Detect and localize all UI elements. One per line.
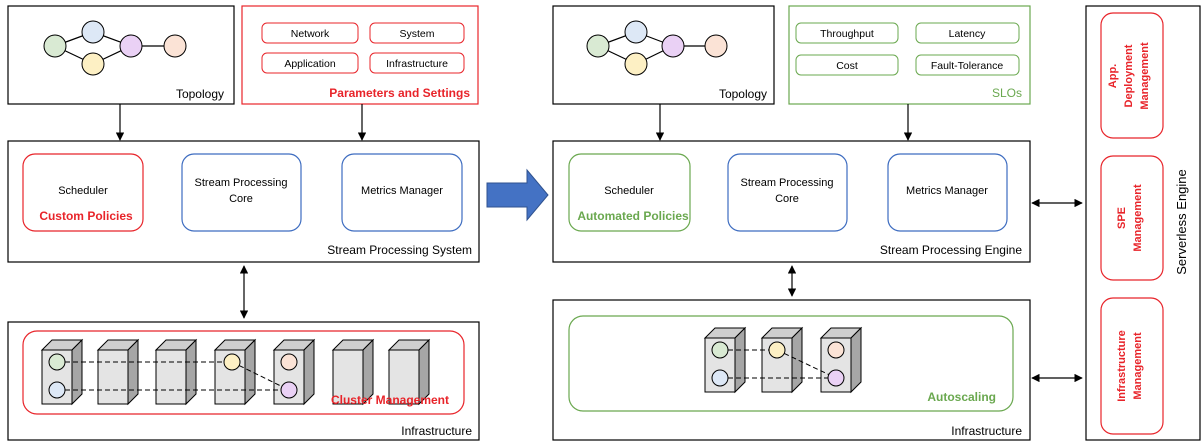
right-topology-label: Topology xyxy=(719,87,767,101)
right-core-box xyxy=(727,153,848,232)
right-topology-box: Topology xyxy=(552,5,775,105)
right-scheduler-label: Scheduler xyxy=(604,185,654,197)
right-core-label-2: Core xyxy=(775,193,799,205)
slo-cost xyxy=(795,54,899,76)
server-2 xyxy=(760,326,804,394)
left-node-yellow xyxy=(223,353,241,371)
cluster-management-label: Cluster Management xyxy=(331,393,449,407)
left-infrastructure-label: Infrastructure xyxy=(401,424,472,438)
right-metrics-box xyxy=(887,153,1008,232)
param-infrastructure-label: Infrastructure xyxy=(386,58,448,70)
left-metrics-box xyxy=(341,153,463,232)
server-4 xyxy=(213,338,257,406)
spe-management-label-1: SPE xyxy=(1116,207,1128,229)
left-node-green xyxy=(48,353,66,371)
param-system xyxy=(369,22,465,44)
stream-processing-system-label: Stream Processing System xyxy=(327,243,472,257)
custom-policies-label: Custom Policies xyxy=(39,209,133,223)
left-topology-graph xyxy=(43,20,187,76)
param-system-label: System xyxy=(399,28,434,40)
right-node-yellow xyxy=(768,341,786,359)
left-core-label-1: Stream Processing xyxy=(195,177,288,189)
spe-management-label-2: Management xyxy=(1132,184,1144,252)
right-core-label-1: Stream Processing xyxy=(741,177,834,189)
app-deployment-label-2: Deployment xyxy=(1123,44,1135,107)
param-application-label: Application xyxy=(284,58,336,70)
left-core-box xyxy=(181,153,302,232)
autoscaling-label: Autoscaling xyxy=(927,390,996,404)
slo-fault-tolerance-label: Fault-Tolerance xyxy=(931,60,1004,72)
right-metrics-label: Metrics Manager xyxy=(906,185,988,197)
infrastructure-management-label-1: Infrastructure xyxy=(1116,330,1128,402)
server-3 xyxy=(154,338,198,406)
right-infrastructure-label: Infrastructure xyxy=(951,424,1022,438)
serverless-engine-title: Serverless Engine xyxy=(1174,169,1189,275)
left-node-blue xyxy=(48,381,66,399)
right-node-orange xyxy=(827,341,845,359)
server-7 xyxy=(387,338,431,406)
left-node-purple xyxy=(280,381,298,399)
dashed-link xyxy=(231,361,290,391)
params-title: Parameters and Settings xyxy=(329,86,470,100)
left-node-orange xyxy=(280,353,298,371)
server-6 xyxy=(331,338,375,406)
server-1 xyxy=(703,326,747,394)
slos-title: SLOs xyxy=(992,86,1022,100)
left-infrastructure-box: Cluster Management Infrastructure xyxy=(7,321,480,441)
slos-box: Throughput Latency Cost Fault-Tolerance … xyxy=(788,5,1031,105)
automated-policies-label: Automated Policies xyxy=(577,209,689,223)
dashed-link xyxy=(776,349,837,379)
left-topology-label: Topology xyxy=(176,87,224,101)
left-server-rack xyxy=(40,338,431,406)
param-infrastructure xyxy=(369,52,465,74)
right-infrastructure-box: Autoscaling Infrastructure xyxy=(552,299,1031,441)
right-node-green xyxy=(711,341,729,359)
stream-processing-engine-label: Stream Processing Engine xyxy=(880,243,1022,257)
slo-latency-label: Latency xyxy=(949,28,987,40)
slo-fault-tolerance xyxy=(915,54,1020,76)
left-params-box: Network System Application Infrastructur… xyxy=(241,5,479,105)
slo-throughput xyxy=(795,22,899,44)
infrastructure-management-label-2: Management xyxy=(1132,332,1144,400)
param-network xyxy=(261,22,359,44)
infrastructure-management-box xyxy=(1100,297,1164,435)
left-scheduler-box xyxy=(22,153,144,232)
left-scheduler-label: Scheduler xyxy=(58,185,108,197)
serverless-engine-box: App. Deployment Management SPE Managemen… xyxy=(1085,5,1201,441)
right-scheduler-box xyxy=(568,153,691,232)
server-2 xyxy=(96,338,140,406)
right-node-blue xyxy=(711,369,729,387)
right-node-purple xyxy=(827,369,845,387)
right-server-rack xyxy=(703,326,863,394)
slo-throughput-label: Throughput xyxy=(820,28,874,40)
slo-latency xyxy=(915,22,1020,44)
stream-processing-engine-box: Scheduler Automated Policies Stream Proc… xyxy=(552,140,1031,263)
stream-processing-system-box: Scheduler Custom Policies Stream Process… xyxy=(7,140,480,263)
slo-cost-label: Cost xyxy=(836,60,858,72)
transition-arrow xyxy=(486,168,549,222)
left-core-label-2: Core xyxy=(229,193,253,205)
app-deployment-label-3: Management xyxy=(1139,42,1151,110)
left-topology-box: Topology xyxy=(7,5,235,105)
spe-management-box xyxy=(1100,155,1164,281)
app-deployment-label-1: App. xyxy=(1107,64,1119,88)
param-network-label: Network xyxy=(291,28,330,40)
param-application xyxy=(261,52,359,74)
app-deployment-management-box xyxy=(1100,12,1164,139)
left-metrics-label: Metrics Manager xyxy=(361,185,443,197)
right-topology-graph xyxy=(586,20,728,76)
